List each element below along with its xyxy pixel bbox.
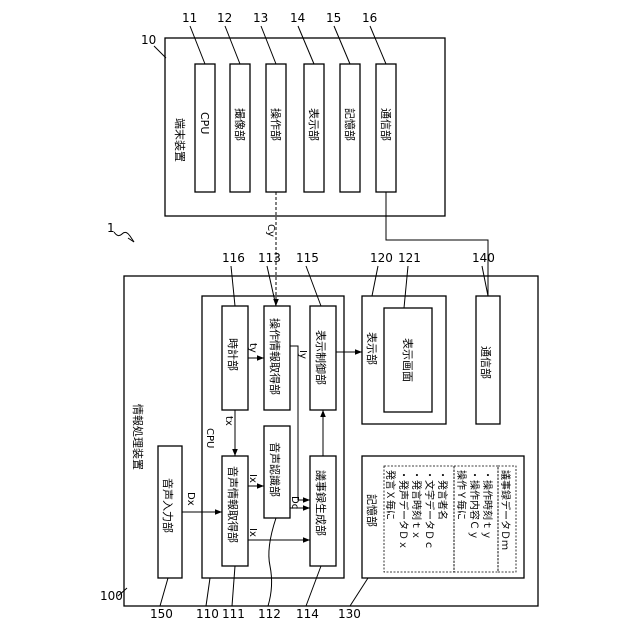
camera-ref: 12 <box>217 11 232 25</box>
operation-label: 操作部 <box>269 108 283 141</box>
storage-group1-line5: ・発言者名 <box>436 470 449 520</box>
ix-to-recog-label: Ix <box>247 474 258 483</box>
info-processing-device: 100 情報処理装置 CPU 110 時計部 116 操作情報取得部 113 表… <box>100 251 538 621</box>
info-device-ref: 100 <box>100 589 123 603</box>
op-info-label: 操作情報取得部 <box>268 318 282 395</box>
cpu-label: CPU <box>198 112 211 134</box>
op-info-ref: 113 <box>258 251 281 265</box>
storage-group2-line1: 操作Ｙ毎に <box>455 470 468 520</box>
iy-label: Iy <box>297 350 308 359</box>
terminal-display-ref: 14 <box>290 11 305 25</box>
terminal-comm-label: 通信部 <box>379 108 393 141</box>
terminal-storage-ref: 15 <box>326 11 341 25</box>
storage-group1-line4: ・文字データＤｃ <box>423 470 436 550</box>
comm-ref: 140 <box>472 251 495 265</box>
storage-group2-line2: ・操作内容Ｃｙ <box>468 470 481 540</box>
terminal-device-title: 端末装置 <box>173 118 187 162</box>
terminal-storage-label: 記憶部 <box>343 108 357 141</box>
terminal-display-label: 表示部 <box>307 108 321 141</box>
ix-to-minutes-label: Ix <box>247 528 258 537</box>
storage-group3-line1: 議事録データＤｍ <box>499 470 512 550</box>
minutes-gen-label: 議事録生成部 <box>314 470 328 536</box>
cpu-ref: 11 <box>182 11 197 25</box>
comm-label: 通信部 <box>479 346 493 379</box>
display-ctrl-label: 表示制御部 <box>314 330 328 385</box>
storage-group1-line3: ・発言時刻ｔｘ <box>410 470 423 540</box>
info-device-title: 情報処理装置 <box>131 404 144 470</box>
voice-info-ref: 111 <box>222 607 245 621</box>
cy-label: Cy <box>265 224 276 237</box>
storage-group1-line1: 発言Ｘ毎に <box>384 470 397 520</box>
terminal-device-ref: 10 <box>141 33 156 47</box>
voice-input-ref: 150 <box>150 607 173 621</box>
dx-label: Dx <box>185 492 196 506</box>
clock-label: 時計部 <box>226 338 240 371</box>
cpu-frame-ref: 110 <box>196 607 219 621</box>
voice-recog-ref: 112 <box>258 607 281 621</box>
cpu-frame-title: CPU <box>204 428 215 448</box>
terminal-device-ref-leader <box>154 46 166 58</box>
minutes-gen-ref: 114 <box>296 607 319 621</box>
display-screen-ref: 121 <box>398 251 421 265</box>
system-ref: 1 <box>107 221 115 235</box>
clock-ref: 116 <box>222 251 245 265</box>
display-ref: 120 <box>370 251 393 265</box>
storage-ref: 130 <box>338 607 361 621</box>
operation-ref: 13 <box>253 11 268 25</box>
voice-input-label: 音声入力部 <box>161 478 175 533</box>
voice-info-label: 音声情報取得部 <box>226 466 240 543</box>
camera-label: 撮像部 <box>233 108 247 141</box>
tx-label: tx <box>223 416 234 426</box>
ty-label: ty <box>247 343 258 353</box>
display-ctrl-ref: 115 <box>296 251 319 265</box>
storage-group1-line2: ・発声データＤｘ <box>397 470 410 550</box>
terminal-comm-ref: 16 <box>362 11 377 25</box>
voice-recog-label: 音声認識部 <box>268 442 282 497</box>
display-label: 表示部 <box>365 332 379 365</box>
terminal-device: 10 端末装置 11 CPU 12 撮像部 13 操作部 14 表示部 <box>141 11 445 216</box>
display-screen-label: 表示画面 <box>401 338 415 382</box>
storage-group2-line3: ・操作時刻ｔｙ <box>481 470 494 540</box>
storage-title: 記憶部 <box>365 494 379 527</box>
